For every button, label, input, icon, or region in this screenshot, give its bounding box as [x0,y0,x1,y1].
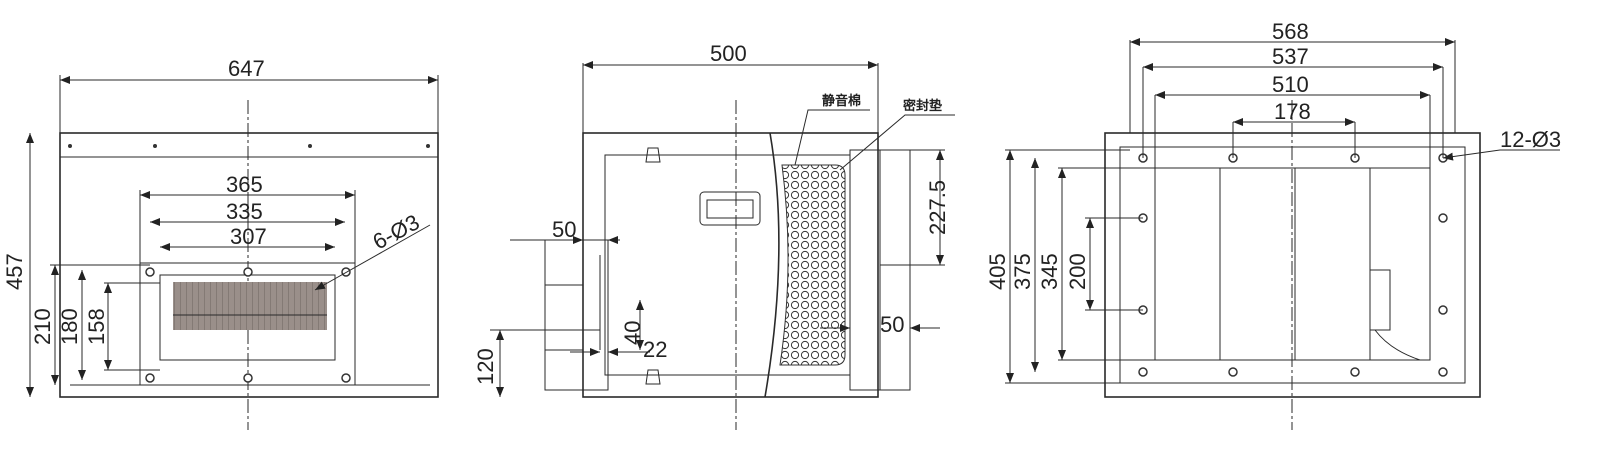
holes-label-12: 12-Ø3 [1500,127,1561,152]
holes-label-6: 6-Ø3 [369,209,424,254]
label-gasket: 密封垫 [902,98,942,114]
dim-375: 375 [1010,253,1035,290]
dim-50-right: 50 [880,312,904,337]
dim-500: 500 [710,41,747,66]
fan-grille [173,282,327,330]
right-view: 568 537 510 178 405 375 345 200 12-Ø3 [985,19,1561,430]
dim-158: 158 [84,308,109,345]
dim-345: 345 [1037,253,1062,290]
dim-22: 22 [643,337,667,362]
dim-210: 210 [30,308,55,345]
dim-647: 647 [228,56,265,81]
dim-568: 568 [1272,19,1309,44]
label-insulation: 静音棉 [822,93,861,109]
dim-50-left: 50 [552,217,576,242]
dim-40: 40 [620,321,645,345]
dim-227-5: 227.5 [925,180,950,235]
insulation-mesh [779,164,846,366]
middle-view: 500 静音棉 密封垫 227.5 50 50 40 22 120 [473,41,955,430]
dim-180: 180 [57,308,82,345]
mount-holes [1138,153,1448,377]
dim-405: 405 [985,253,1010,290]
dim-510: 510 [1272,72,1309,97]
dim-335: 335 [226,199,263,224]
dim-537: 537 [1272,44,1309,69]
dim-200: 200 [1065,253,1090,290]
left-view: 647 365 335 307 457 210 180 158 6-Ø3 [2,56,439,430]
dim-120: 120 [473,348,498,385]
dim-457: 457 [2,253,27,290]
dim-307: 307 [230,224,267,249]
dim-365: 365 [226,172,263,197]
handle [699,191,761,226]
dim-178: 178 [1274,99,1311,124]
